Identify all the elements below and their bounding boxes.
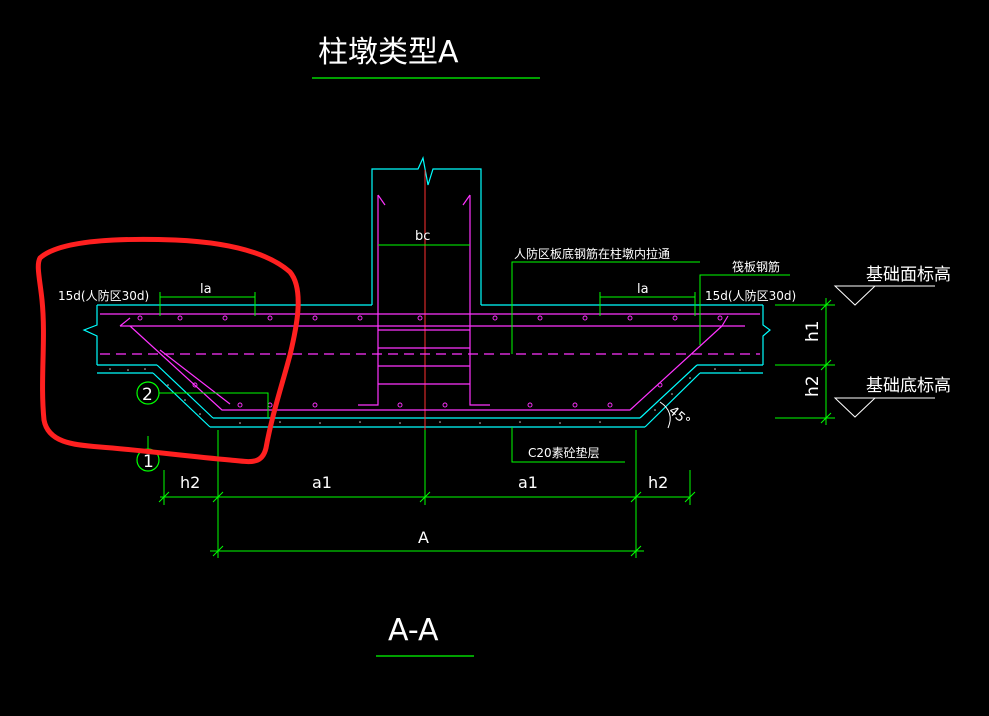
rebar-group xyxy=(100,194,760,411)
rebar-note-leader xyxy=(511,261,700,354)
dim-a1-left: a1 xyxy=(312,473,332,492)
rebar-note-label: 人防区板底钢筋在柱墩内拉通 xyxy=(514,246,670,261)
top-elev-label: 基础面标高 xyxy=(866,265,951,285)
rebar-dots xyxy=(137,315,723,408)
bottom-elev-label: 基础底标高 xyxy=(866,376,951,396)
cushion-leader xyxy=(511,427,625,463)
angle-label: 45° xyxy=(665,404,692,430)
dim-a1-right: a1 xyxy=(518,473,538,492)
bc-label: bc xyxy=(415,229,430,244)
drawing-title: 柱墩类型A xyxy=(318,35,459,70)
section-label: A-A xyxy=(388,613,439,648)
cushion-label: C20素砼垫层 xyxy=(528,445,600,460)
marker-2-label: 2 xyxy=(142,385,153,405)
anchor-left-label: 15d(人防区30d) xyxy=(58,288,149,303)
marker-2-leader xyxy=(159,392,269,418)
anchor-right-label: 15d(人防区30d) xyxy=(705,288,796,303)
cushion-hatch xyxy=(109,368,741,424)
highlight-annotation xyxy=(35,236,301,465)
raft-rebar-leader xyxy=(699,274,790,345)
marker-1-label: 1 xyxy=(143,452,154,472)
dim-h2-right: h2 xyxy=(648,473,668,492)
h1-side-label: h1 xyxy=(803,320,823,342)
top-elev-symbol xyxy=(833,285,935,306)
la-left-label: la xyxy=(200,282,212,297)
h2-side-label: h2 xyxy=(803,375,823,397)
pier-outline xyxy=(82,305,771,428)
bottom-elev-symbol xyxy=(833,397,935,418)
dimension-lines xyxy=(158,430,696,558)
dim-A: A xyxy=(418,528,429,547)
elevation-dims xyxy=(775,298,835,425)
dim-h2-left: h2 xyxy=(180,473,200,492)
raft-rebar-label: 筏板钢筋 xyxy=(732,259,780,274)
angle-arc xyxy=(659,401,671,429)
la-right-label: la xyxy=(637,282,649,297)
